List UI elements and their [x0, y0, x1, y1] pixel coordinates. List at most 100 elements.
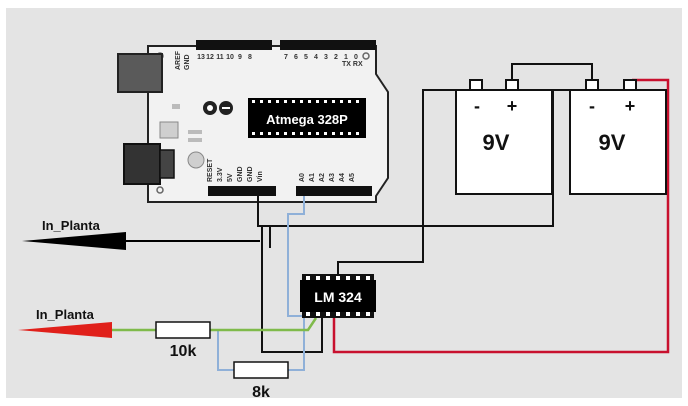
digital-pin-label: 11 — [216, 54, 224, 61]
digital-pin-label: 9 — [238, 54, 242, 61]
opamp-pin — [366, 276, 370, 280]
opamp-pin — [306, 276, 310, 280]
chip-pin — [268, 100, 271, 103]
wire-10k-to-opamp — [210, 317, 318, 332]
opamp-pin — [366, 312, 370, 316]
digital-pin-label: 7 — [284, 54, 288, 61]
chip-pin — [300, 100, 303, 103]
opamp-label: LM 324 — [314, 289, 362, 305]
digital-header-left — [196, 40, 272, 50]
digital-pin-label: 8 — [248, 54, 252, 61]
input-arrow-label: In_Planta — [36, 307, 95, 322]
opamp-pin — [316, 276, 320, 280]
power-jack — [123, 143, 161, 185]
chip-pin — [356, 100, 359, 103]
chip-pin — [260, 132, 263, 135]
power_pins-pin-label: RESET — [207, 158, 214, 182]
output-arrow-label: In_Planta — [42, 218, 101, 233]
chip-pin — [332, 100, 335, 103]
analog-header — [296, 186, 372, 196]
battery-1-terminal-minus — [469, 79, 483, 91]
digital-pin-label: 12 — [206, 54, 214, 61]
opamp-pin — [336, 276, 340, 280]
digital-pin-label: GND — [184, 54, 191, 70]
opamp-pin-dots — [306, 276, 370, 316]
opamp-pin — [356, 312, 360, 316]
resistor-10k-body — [155, 321, 211, 339]
power-header — [208, 186, 276, 196]
power_pins-pin-label: Vin — [257, 171, 264, 182]
digital-pin-label: 3 — [324, 54, 328, 61]
analog_pins-pin-label: A4 — [339, 173, 346, 182]
battery-1-terminal-plus — [505, 79, 519, 91]
smd-component — [188, 130, 202, 134]
opamp-pin — [336, 312, 340, 316]
output-arrow: In_Planta — [22, 218, 260, 250]
input-arrow-head — [18, 322, 112, 338]
wire-battery-series — [511, 63, 593, 82]
wire-gnd-down — [261, 226, 323, 353]
analog_pins-pin-label: A1 — [309, 173, 316, 182]
chip-pin — [300, 132, 303, 135]
opamp-pin — [306, 312, 310, 316]
smd-component — [188, 138, 202, 142]
battery-2-minus: - — [589, 96, 595, 116]
chip-pin — [252, 100, 255, 103]
resistor-8k: 8k — [233, 361, 289, 401]
opamp-pin — [316, 312, 320, 316]
chip-pin — [324, 100, 327, 103]
digital-pin-label: 10 — [226, 54, 234, 61]
tx-rx-label: TX RX — [342, 61, 363, 68]
analog_pins-pin-label: A2 — [319, 173, 326, 182]
usb-connector — [117, 53, 163, 93]
digital-pin-label: AREF — [175, 50, 182, 70]
wire-gnd-to-output — [257, 89, 592, 227]
smd-component — [172, 104, 180, 109]
wire-battery-minus — [337, 89, 462, 278]
battery-1-voltage: 9V — [483, 130, 510, 155]
battery-2: - + 9V — [569, 79, 667, 195]
resistor-10k: 10k — [155, 321, 211, 360]
battery-2-terminal-minus — [585, 79, 599, 91]
battery-2-body — [569, 89, 667, 195]
power-jack-inner — [159, 149, 175, 179]
chip-pin — [284, 132, 287, 135]
battery-2-voltage: 9V — [599, 130, 626, 155]
opamp-pin — [326, 276, 330, 280]
chip-pin — [316, 132, 319, 135]
battery-2-terminal-plus — [623, 79, 637, 91]
chip-pin — [308, 100, 311, 103]
battery-1-plus: + — [507, 96, 518, 116]
digital-pin-label: 4 — [314, 54, 318, 61]
mounting-hole — [362, 52, 370, 60]
chip-pin — [316, 100, 319, 103]
analog_pins-pin-label: A0 — [299, 173, 306, 182]
atmega-chip-label: Atmega 328P — [266, 112, 348, 127]
capacitor — [187, 151, 205, 169]
chip-pin — [260, 100, 263, 103]
analog_pins-pin-label: A3 — [329, 173, 336, 182]
digital-pin-label: 2 — [334, 54, 338, 61]
chip-pin — [348, 100, 351, 103]
opamp-pin — [356, 276, 360, 280]
led-dash — [222, 107, 230, 109]
chip-pin — [348, 132, 351, 135]
chip-pin — [332, 132, 335, 135]
resistor-8k-body — [233, 361, 289, 379]
output-arrow-head — [22, 232, 126, 250]
wires — [110, 63, 670, 371]
chip-pin — [340, 132, 343, 135]
digital-header-right — [280, 40, 376, 50]
chip-pin — [268, 132, 271, 135]
crystal — [159, 121, 179, 139]
lm324-opamp: LM 324 — [300, 274, 376, 318]
chip-pin — [340, 100, 343, 103]
digital-pin-label: 6 — [294, 54, 298, 61]
chip-pins — [252, 100, 359, 135]
digital-pin-label: 13 — [197, 54, 205, 61]
